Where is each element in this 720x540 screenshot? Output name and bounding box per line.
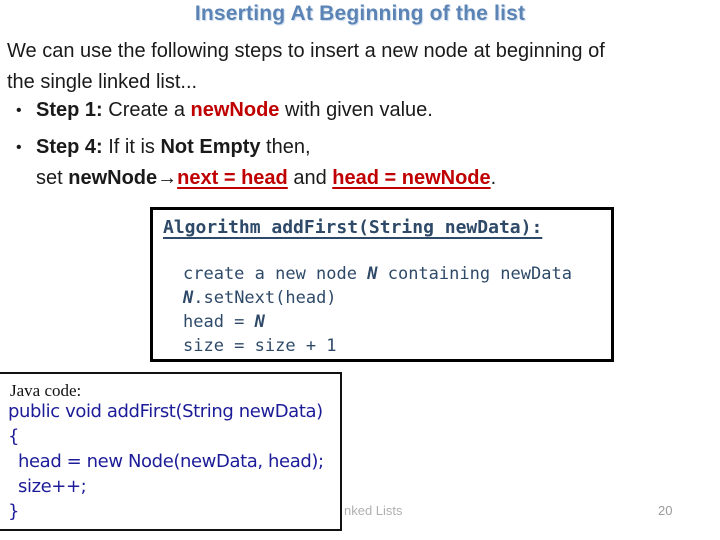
variable-n: N xyxy=(254,312,265,332)
variable-n: N xyxy=(367,264,378,284)
algorithm-header: Algorithm addFirst(String newData): xyxy=(163,217,543,238)
step4-label: Step 4: xyxy=(36,136,103,158)
java-code-line-3: head = new Node(newData, head); xyxy=(18,451,324,472)
step4-not-empty-bold: Not Empty xyxy=(160,136,261,158)
algorithm-box: Algorithm addFirst(String newData): crea… xyxy=(150,207,614,362)
step4-red-next-head: next = head xyxy=(177,167,288,189)
java-code-label: Java code: xyxy=(10,381,82,400)
step1-text: Create a xyxy=(102,99,191,121)
step4-text-end: then, xyxy=(260,136,311,158)
java-code-line-1: public void addFirst(String newData) xyxy=(8,401,323,422)
step1-label: Step 1: xyxy=(36,99,103,121)
step4-period: . xyxy=(490,167,497,189)
intro-line-2: the single linked list... xyxy=(7,71,198,93)
footer-title-clipped: nked Lists xyxy=(344,503,403,518)
step1-text-end: with given value. xyxy=(279,99,433,121)
step4-red-head-newnode: head = newNode xyxy=(332,167,491,189)
java-code-box: Java code: public void addFirst(String n… xyxy=(0,372,342,531)
algorithm-code-line-3: head = N xyxy=(183,312,265,332)
step4-set-text: set xyxy=(36,167,69,189)
slide-title: Inserting At Beginning of the list xyxy=(194,2,526,25)
bullet-icon: • xyxy=(16,102,22,119)
page-number: 20 xyxy=(658,503,673,518)
bullet-item-step1: • Step 1: Create a newNode with given val… xyxy=(16,99,433,122)
algorithm-code-line-1: create a new node N containing newData xyxy=(183,264,572,284)
intro-line-1: We can use the following steps to insert… xyxy=(7,40,605,62)
variable-n: N xyxy=(183,288,194,308)
step4-newnode-arrow: newNode→ xyxy=(68,167,178,189)
bullet-icon: • xyxy=(16,139,22,156)
step1-highlight-newnode: newNode xyxy=(190,99,280,121)
java-code-line-2: { xyxy=(8,426,20,447)
bullet-item-step4: • Step 4: If it is Not Empty then, xyxy=(16,136,311,159)
java-code-line-4: size++; xyxy=(18,476,87,497)
step4-and-text: and xyxy=(287,167,333,189)
java-code-line-5: } xyxy=(8,501,20,522)
algorithm-code: create a new node N containing newData N… xyxy=(183,262,572,358)
algorithm-code-line-2: N.setNext(head) xyxy=(183,288,337,308)
step4-text: If it is xyxy=(102,136,161,158)
step4-continuation-line: set newNode→next = head and head = newNo… xyxy=(36,167,496,190)
algorithm-code-line-4: size = size + 1 xyxy=(183,336,337,356)
intro-text: We can use the following steps to insert… xyxy=(7,36,605,98)
